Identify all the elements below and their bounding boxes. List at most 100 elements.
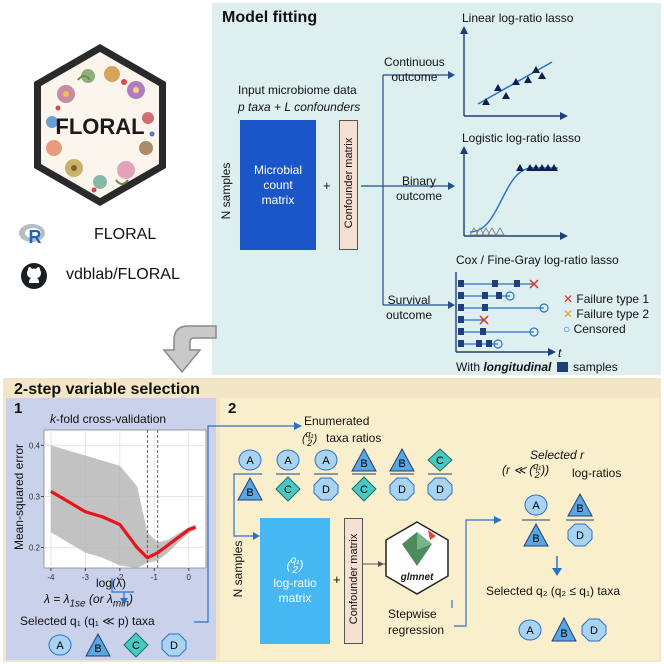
n-samples-label: N samples bbox=[219, 162, 233, 220]
ratio-5-num: C bbox=[436, 455, 444, 467]
ratio-a-c: A C bbox=[275, 449, 301, 502]
ratio-3-den: C bbox=[360, 484, 368, 496]
ratio-0-num: A bbox=[246, 455, 254, 467]
selected-ratio-a-b: A B bbox=[522, 494, 550, 547]
survival-outcome-label: Survival outcome bbox=[386, 293, 433, 322]
ratio-0-den: B bbox=[246, 487, 253, 499]
ratio-c-d: C D bbox=[427, 448, 453, 501]
microbial-count-matrix: Microbial count matrix bbox=[240, 120, 316, 250]
ratio-b-d: B D bbox=[389, 448, 415, 501]
n-samples-2-wrap: N samples bbox=[230, 520, 246, 620]
time-axis-label: t bbox=[558, 346, 562, 360]
sel-ratio-0-den: B bbox=[532, 533, 539, 545]
confounder-matrix-2: Confounder matrix bbox=[344, 518, 363, 644]
down-arrow-icon bbox=[552, 556, 562, 576]
selected-q2-label: Selected q₂ (q₂ ≤ q₁) taxa bbox=[486, 584, 621, 598]
stepwise-label: Stepwise regression bbox=[388, 607, 445, 637]
selected-r-label: Selected r bbox=[530, 448, 585, 462]
github-icon bbox=[21, 263, 47, 289]
input-data-label: Input microbiome data bbox=[238, 83, 357, 97]
glmnet-label: glmnet bbox=[400, 572, 434, 583]
enumerated-ratios: A B A C A D B C B bbox=[237, 448, 453, 502]
x-tick-label-4: 0 bbox=[187, 573, 192, 582]
q1-taxon-b: B bbox=[94, 643, 101, 655]
count-matrix-line3: matrix bbox=[261, 192, 295, 207]
q2-taxon-d: D bbox=[590, 625, 598, 637]
confounder-matrix-box: Confounder matrix bbox=[339, 120, 358, 250]
selected-q1-label: Selected q₁ (q₁ ≪ p) taxa bbox=[20, 614, 155, 628]
y-tick-label-0: 0.2 bbox=[29, 544, 41, 553]
plus-sign-2: + bbox=[333, 572, 341, 587]
count-matrix-line2: count bbox=[263, 177, 293, 192]
lambda-equation: λ = λ1se (or λmin) bbox=[44, 592, 133, 610]
count-matrix-line1: Microbial bbox=[253, 162, 302, 177]
legend-failure1: ✕ Failure type 1 bbox=[563, 292, 650, 306]
x-tick-label-2: -2 bbox=[116, 573, 124, 582]
n-samples-2: N samples bbox=[231, 540, 245, 598]
taxa-ratios-label: taxa ratios bbox=[326, 431, 382, 445]
legend-censored: ○ Censored bbox=[563, 322, 626, 336]
r-package-label: FLORAL bbox=[94, 226, 157, 243]
ratio-b-c: B C bbox=[351, 448, 377, 502]
y-tick-label-2: 0.4 bbox=[29, 441, 41, 450]
ratio-2-den: D bbox=[322, 484, 330, 496]
q1-taxon-a: A bbox=[56, 640, 64, 652]
x-tick-label-0: -4 bbox=[47, 573, 55, 582]
step1-number: 1 bbox=[14, 400, 23, 417]
legend-failure2: ✕ Failure type 2 bbox=[563, 307, 650, 321]
sel-ratio-1-den: D bbox=[576, 530, 584, 542]
selected-q2-shapes: A B D bbox=[518, 616, 607, 642]
cv-mean-line bbox=[50, 489, 197, 560]
y-tick-label-1: 0.3 bbox=[29, 492, 41, 501]
curved-arrow-icon bbox=[162, 325, 217, 374]
ratio-2-num: A bbox=[322, 455, 330, 467]
outcome-branches bbox=[361, 71, 455, 309]
glmnet-logo: glmnet bbox=[385, 521, 449, 595]
step-connectors bbox=[111, 422, 302, 623]
logratio-line1: log-ratio bbox=[273, 576, 317, 590]
survival-plot bbox=[455, 272, 556, 356]
ratio-4-den: D bbox=[398, 484, 406, 496]
ratio-3-num: B bbox=[360, 458, 367, 470]
ratio-1-num: A bbox=[284, 455, 292, 467]
linear-plot bbox=[460, 26, 568, 120]
logistic-lasso-title: Logistic log-ratio lasso bbox=[462, 131, 581, 145]
cox-lasso-title: Cox / Fine-Gray log-ratio lasso bbox=[456, 253, 619, 267]
sel-ratio-0-num: A bbox=[532, 500, 540, 512]
log-lambda-label: log(λ) bbox=[96, 576, 127, 590]
q2-taxon-b: B bbox=[560, 628, 567, 640]
cv-error-band bbox=[50, 445, 196, 568]
binary-outcome-label: Binary outcome bbox=[396, 174, 443, 203]
selected-r-sub: log-ratios bbox=[572, 466, 622, 480]
plus-sign: + bbox=[323, 178, 331, 193]
model-fitting-title: Model fitting bbox=[222, 9, 318, 26]
ratio-a-b: A B bbox=[237, 449, 263, 501]
longitudinal-note: With longitudinal samples bbox=[456, 360, 618, 374]
ratio-a-d: A D bbox=[313, 449, 339, 501]
logratio-line2: matrix bbox=[278, 591, 312, 605]
selected-q1-shapes: A B C D bbox=[48, 632, 187, 658]
survival-legend: ✕ Failure type 1 ✕ Failure type 2 ○ Cens… bbox=[563, 292, 649, 337]
selected-ratios: A B B D bbox=[522, 492, 594, 547]
q1-taxon-c: C bbox=[132, 640, 140, 652]
ratio-5-den: D bbox=[436, 484, 444, 496]
floral-hex-logo: FLORAL bbox=[34, 44, 166, 206]
step2-number: 2 bbox=[228, 400, 237, 417]
continuous-outcome-label: Continuous outcome bbox=[384, 55, 445, 84]
x-tick-label-3: -1 bbox=[151, 573, 159, 582]
selection-title: 2-step variable selection bbox=[14, 381, 200, 398]
logistic-plot bbox=[460, 146, 568, 240]
github-repo-label: vdblab/FLORAL bbox=[66, 266, 180, 283]
cv-title: k-fold cross-validation bbox=[50, 412, 167, 426]
step2-flow bbox=[233, 473, 502, 627]
r-logo-icon: R bbox=[19, 224, 45, 247]
x-tick-label-1: -3 bbox=[82, 573, 90, 582]
enumerated-label: Enumerated bbox=[304, 414, 370, 428]
ratio-1-den: C bbox=[284, 484, 292, 496]
q2-taxon-a: A bbox=[526, 625, 534, 637]
logo-wordmark: FLORAL bbox=[55, 114, 144, 139]
sel-ratio-1-num: B bbox=[576, 503, 583, 515]
